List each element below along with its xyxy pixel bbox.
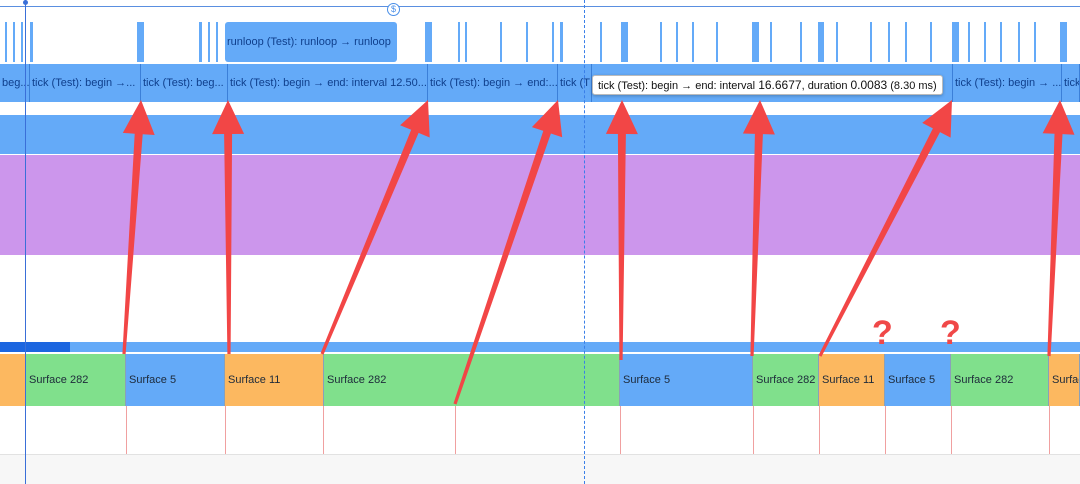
tick-slice[interactable]: tick (Test): beg... <box>141 64 228 102</box>
runloop-tick <box>818 22 824 62</box>
red-arrow <box>122 100 155 355</box>
surface-slice[interactable]: Surface 11 <box>225 354 324 406</box>
time-ruler[interactable] <box>0 0 1080 7</box>
runloop-tick <box>836 22 838 62</box>
question-mark-annotation: ? <box>940 314 961 352</box>
surface-slice[interactable]: Surface 282 <box>951 354 1049 406</box>
playhead-line <box>25 0 26 484</box>
runloop-tick <box>465 22 467 62</box>
runloop-tick <box>560 22 563 62</box>
bottom-divider <box>0 454 1080 455</box>
runloop-tick <box>621 22 628 62</box>
vsync-line <box>323 406 324 454</box>
runloop-tick <box>952 22 959 62</box>
vsync-line <box>1049 406 1050 454</box>
runloop-tick <box>770 22 772 62</box>
runloop-tick <box>500 22 502 62</box>
runloop-tick <box>968 22 970 62</box>
runloop-tick <box>1060 22 1067 62</box>
runloop-tick <box>716 22 718 62</box>
bottom-track <box>0 455 1080 484</box>
runloop-tick <box>930 22 932 62</box>
vsync-line <box>951 406 952 454</box>
vsync-line <box>126 406 127 454</box>
hover-cursor-line <box>584 0 585 484</box>
red-arrow <box>1042 100 1075 357</box>
red-arrow <box>605 100 638 360</box>
surface-slice[interactable]: Surface 5 <box>126 354 225 406</box>
runloop-tick <box>216 22 218 62</box>
runloop-tick <box>5 22 7 62</box>
surface-slice[interactable] <box>0 354 26 406</box>
runloop-tick <box>905 22 907 62</box>
runloop-tick <box>30 22 33 62</box>
runloop-tick <box>208 22 210 62</box>
surface-slice[interactable]: Surface 11 <box>819 354 885 406</box>
vsync-line <box>620 406 621 454</box>
tick-slice[interactable]: tick (Test): begin →... <box>30 64 141 102</box>
surface-slice[interactable]: Surface 5 <box>885 354 951 406</box>
runloop-tick <box>888 22 890 62</box>
surface-slice[interactable]: Surface 282 <box>753 354 819 406</box>
tick-slice[interactable]: tick (T <box>558 64 592 102</box>
tick-tooltip: tick (Test): begin → end: interval 16.66… <box>592 75 943 95</box>
runloop-tick <box>13 22 15 62</box>
runloop-tick <box>1000 22 1002 62</box>
runloop-tick <box>984 22 986 62</box>
runloop-tick <box>199 22 202 62</box>
runloop-tick <box>552 22 554 62</box>
runloop-tick <box>1034 22 1036 62</box>
progress-bar-fill <box>0 342 70 352</box>
runloop-tick <box>458 22 460 62</box>
runloop-tick <box>21 22 23 62</box>
question-mark-annotation: ? <box>872 314 893 352</box>
progress-bar <box>0 342 1080 352</box>
tick-slice[interactable]: tick (Test): begin → ... <box>953 64 1062 102</box>
runloop-tick <box>660 22 662 62</box>
runloop-tick <box>870 22 872 62</box>
runloop-tick <box>692 22 694 62</box>
runloop-tick <box>137 22 144 62</box>
runloop-slice[interactable]: runloop (Test): runloop → runloop <box>225 22 397 62</box>
tick-underline <box>438 106 958 114</box>
vsync-line <box>819 406 820 454</box>
surface-slice[interactable]: Surfac <box>1049 354 1080 406</box>
runloop-tick <box>676 22 678 62</box>
vsync-line <box>753 406 754 454</box>
surface-slice[interactable]: Surface 282 <box>26 354 126 406</box>
surface-slice[interactable]: Surface 5 <box>620 354 753 406</box>
red-arrow <box>742 100 775 356</box>
runloop-tick <box>600 22 602 62</box>
surface-slice[interactable]: Surface 282 <box>324 354 620 406</box>
vsync-line <box>885 406 886 454</box>
runloop-tick <box>752 22 759 62</box>
red-arrow <box>320 100 430 355</box>
dollar-circle-icon: $ <box>387 3 400 16</box>
tick-slice[interactable]: tick (Test): begin → end: interval 12.50… <box>228 64 428 102</box>
runloop-tick <box>1018 22 1020 62</box>
vsync-line <box>225 406 226 454</box>
runloop-tick <box>526 22 528 62</box>
red-arrow <box>818 100 952 357</box>
runloop-tick <box>425 22 432 62</box>
vsync-line <box>455 406 456 454</box>
red-arrow <box>453 100 563 405</box>
runloop-tick <box>800 22 802 62</box>
red-arrow <box>212 100 245 354</box>
tick-slice[interactable]: tick (Test): begin → end:... <box>428 64 558 102</box>
